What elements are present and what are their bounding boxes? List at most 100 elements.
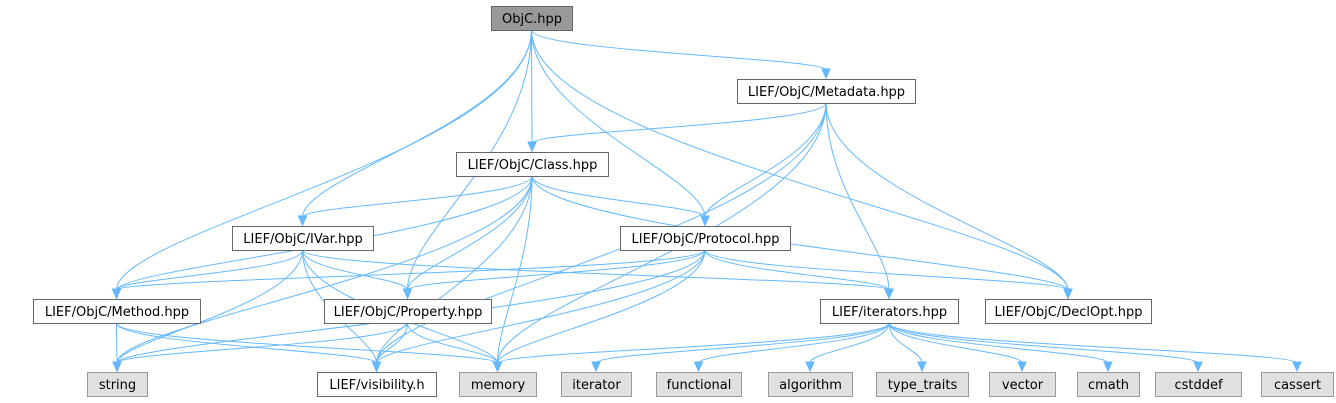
edge-method_hpp-to-visibility_h bbox=[116, 322, 377, 364]
node-iterators-hpp[interactable]: LIEF/iterators.hpp bbox=[820, 299, 959, 324]
edge-method_hpp-to-memory bbox=[116, 322, 498, 364]
edge-protocol_hpp-to-visibility_h bbox=[376, 249, 706, 364]
node-cmath: cmath bbox=[1077, 372, 1140, 397]
node-protocol-hpp[interactable]: LIEF/ObjC/Protocol.hpp bbox=[620, 226, 791, 251]
arrowhead-metadata_hpp-to-class_hpp bbox=[527, 141, 537, 153]
node-box bbox=[876, 372, 969, 397]
node-algorithm: algorithm bbox=[768, 372, 853, 397]
node-method-hpp[interactable]: LIEF/ObjC/Method.hpp bbox=[33, 299, 201, 324]
edge-protocol_hpp-to-declopt_hpp bbox=[704, 249, 1069, 291]
node-label: functional bbox=[667, 378, 732, 393]
node-box bbox=[459, 372, 537, 397]
node-label: type_traits bbox=[888, 378, 958, 393]
edge-metadata_hpp-to-iterators_hpp bbox=[825, 102, 890, 291]
node-iterator: iterator bbox=[561, 372, 632, 397]
arrowhead-iterators_hpp-to-cmath bbox=[1103, 361, 1113, 373]
edge-iterators_hpp-to-memory bbox=[497, 322, 890, 364]
edge-class_hpp-to-memory bbox=[497, 175, 533, 364]
node-box bbox=[737, 79, 916, 104]
node-label: LIEF/ObjC/IVar.hpp bbox=[243, 232, 362, 247]
node-label: cmath bbox=[1088, 378, 1129, 393]
node-box bbox=[768, 372, 853, 397]
arrowhead-iterators_hpp-to-cassert bbox=[1292, 361, 1302, 373]
edge-class_hpp-to-ivar_hpp bbox=[302, 175, 533, 218]
node-functional: functional bbox=[656, 372, 742, 397]
node-declopt-hpp[interactable]: LIEF/ObjC/DeclOpt.hpp bbox=[985, 299, 1152, 324]
edge-class_hpp-to-string bbox=[116, 175, 533, 364]
node-box bbox=[561, 372, 632, 397]
arrowhead-iterators_hpp-to-type_traits bbox=[917, 361, 927, 373]
node-label: LIEF/visibility.h bbox=[329, 378, 424, 393]
edge-ivar_hpp-to-property_hpp bbox=[302, 249, 408, 291]
node-box bbox=[324, 299, 492, 324]
dependency-edges bbox=[111, 29, 1302, 373]
node-type-traits: type_traits bbox=[876, 372, 969, 397]
arrowhead-iterators_hpp-to-memory bbox=[492, 361, 503, 373]
arrowhead-iterators_hpp-to-iterator bbox=[591, 361, 601, 373]
edge-property_hpp-to-visibility_h bbox=[376, 322, 408, 364]
arrowhead-class_hpp-to-protocol_hpp bbox=[700, 215, 710, 227]
edge-property_hpp-to-memory bbox=[407, 322, 498, 364]
node-label: LIEF/ObjC/Class.hpp bbox=[468, 158, 598, 173]
node-box bbox=[656, 372, 742, 397]
node-label: LIEF/ObjC/Metadata.hpp bbox=[748, 85, 905, 100]
edge-objc_hpp-to-method_hpp bbox=[116, 29, 532, 291]
node-box bbox=[232, 226, 374, 251]
edge-metadata_hpp-to-memory bbox=[497, 102, 827, 364]
arrowhead-objc_hpp-to-metadata_hpp bbox=[821, 68, 831, 80]
arrowhead-iterators_hpp-to-functional bbox=[693, 361, 704, 373]
edge-ivar_hpp-to-string bbox=[116, 249, 303, 364]
edge-metadata_hpp-to-visibility_h bbox=[376, 102, 827, 364]
edge-protocol_hpp-to-property_hpp bbox=[407, 249, 706, 291]
edge-protocol_hpp-to-memory bbox=[497, 249, 706, 364]
edge-metadata_hpp-to-protocol_hpp bbox=[704, 102, 827, 218]
edge-iterators_hpp-to-cassert bbox=[888, 322, 1298, 364]
edge-class_hpp-to-property_hpp bbox=[407, 175, 533, 291]
edge-metadata_hpp-to-declopt_hpp bbox=[825, 102, 1069, 291]
edge-protocol_hpp-to-method_hpp bbox=[116, 249, 706, 291]
edge-protocol_hpp-to-iterators_hpp bbox=[704, 249, 890, 291]
node-label: LIEF/ObjC/Protocol.hpp bbox=[632, 232, 780, 247]
edge-iterators_hpp-to-algorithm bbox=[809, 322, 890, 364]
edge-iterators_hpp-to-iterator bbox=[595, 322, 890, 364]
node-objc-hpp[interactable]: ObjC.hpp bbox=[491, 6, 573, 31]
arrowhead-property_hpp-to-visibility_h bbox=[371, 361, 382, 373]
arrowhead-iterators_hpp-to-cstddef bbox=[1193, 361, 1203, 373]
edge-class_hpp-to-protocol_hpp bbox=[531, 175, 706, 218]
edge-objc_hpp-to-ivar_hpp bbox=[302, 29, 532, 218]
edge-objc_hpp-to-property_hpp bbox=[407, 29, 532, 291]
node-memory: memory bbox=[459, 372, 537, 397]
node-metadata-hpp[interactable]: LIEF/ObjC/Metadata.hpp bbox=[737, 79, 916, 104]
node-ivar-hpp[interactable]: LIEF/ObjC/IVar.hpp bbox=[232, 226, 374, 251]
arrowhead-protocol_hpp-to-property_hpp bbox=[402, 288, 413, 300]
arrowhead-protocol_hpp-to-method_hpp bbox=[111, 288, 122, 300]
node-box bbox=[33, 299, 201, 324]
node-class-hpp[interactable]: LIEF/ObjC/Class.hpp bbox=[456, 152, 609, 177]
edge-metadata_hpp-to-class_hpp bbox=[531, 102, 827, 144]
node-vector: vector bbox=[989, 372, 1056, 397]
edge-iterators_hpp-to-functional bbox=[698, 322, 890, 364]
edge-iterators_hpp-to-vector bbox=[888, 322, 1023, 364]
node-box bbox=[820, 299, 959, 324]
node-box bbox=[456, 152, 609, 177]
edge-iterators_hpp-to-cstddef bbox=[888, 322, 1199, 364]
node-label: string bbox=[99, 378, 136, 393]
node-box bbox=[620, 226, 791, 251]
node-label: iterator bbox=[572, 378, 621, 393]
node-box bbox=[1077, 372, 1140, 397]
node-label: LIEF/ObjC/DeclOpt.hpp bbox=[995, 305, 1143, 320]
node-cstddef: cstddef bbox=[1155, 372, 1242, 397]
edge-class_hpp-to-visibility_h bbox=[376, 175, 533, 364]
node-property-hpp[interactable]: LIEF/ObjC/Property.hpp bbox=[324, 299, 492, 324]
edge-iterators_hpp-to-cmath bbox=[888, 322, 1109, 364]
arrowhead-class_hpp-to-ivar_hpp bbox=[297, 215, 308, 227]
node-label: memory bbox=[471, 378, 526, 393]
node-box bbox=[985, 299, 1152, 324]
node-label: cstddef bbox=[1174, 378, 1223, 393]
node-box bbox=[87, 372, 148, 397]
node-label: algorithm bbox=[779, 378, 842, 393]
node-visibility-h[interactable]: LIEF/visibility.h bbox=[317, 372, 437, 397]
edge-objc_hpp-to-declopt_hpp bbox=[531, 29, 1069, 291]
node-cassert: cassert bbox=[1261, 372, 1334, 397]
